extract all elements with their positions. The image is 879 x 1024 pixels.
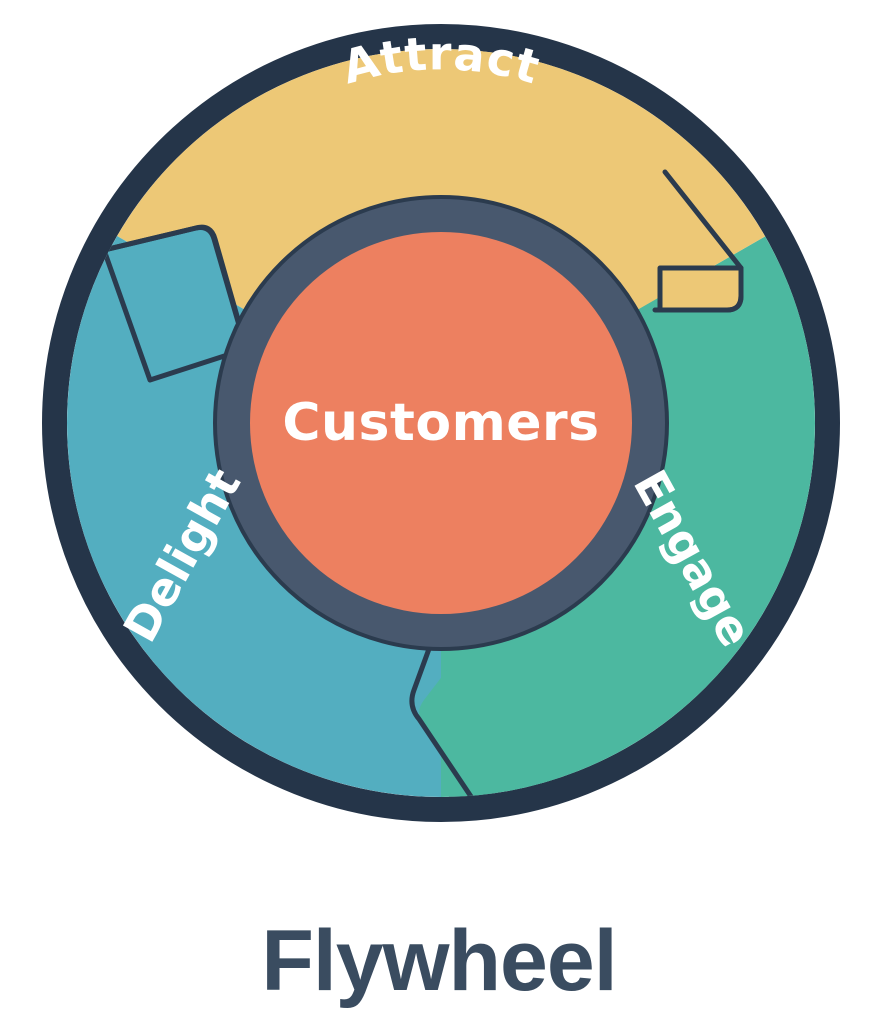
- boundary-attract-engage: [652, 169, 744, 313]
- hub-label: Customers: [282, 393, 599, 453]
- outer-ring: [42, 24, 840, 822]
- boundary-engage-delight: [409, 613, 477, 797]
- boundary-delight-attract: [93, 224, 300, 513]
- page-title: Flywheel: [261, 913, 616, 1009]
- hub-circle: [250, 232, 632, 614]
- hub-group[interactable]: [213, 195, 669, 651]
- attract-engage-step: [657, 265, 744, 313]
- hub-ring-outline: [213, 195, 669, 651]
- segment-engage-bottom-step[interactable]: [409, 600, 560, 801]
